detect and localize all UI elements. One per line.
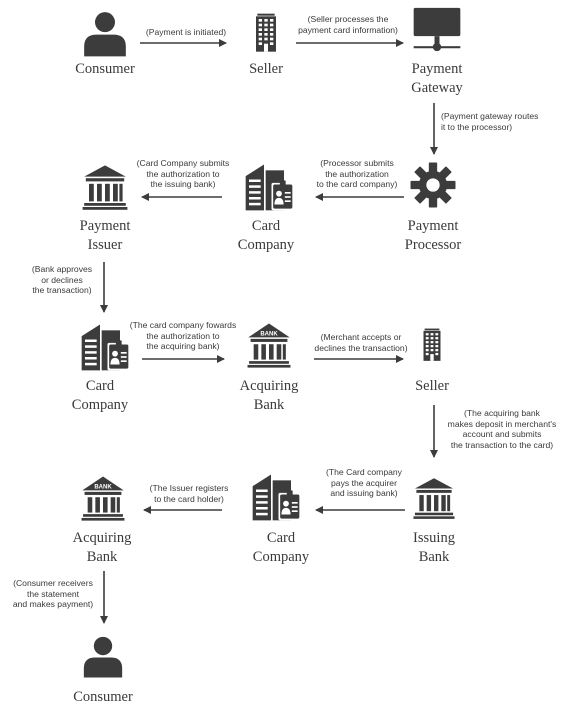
edge-label-card-company-3-to-acquiring-bank-2: (The Issuer registers to the card holder… xyxy=(149,483,229,504)
edge-label-issuing-bank-to-card-company-3: (The Card company pays the acquirer and … xyxy=(326,467,402,498)
node-label-consumer-2: Consumer xyxy=(73,689,133,705)
edge-label-seller-1-to-payment-gateway: (Seller processes the payment card infor… xyxy=(298,14,398,35)
edge-label-seller-2-to-issuing-bank: (The acquiring bank makes deposit in mer… xyxy=(447,408,557,450)
node-label-consumer-1: Consumer xyxy=(75,61,135,77)
node-label-acquiring-bank-1: Acquiring Bank xyxy=(239,378,299,413)
card-company-icon xyxy=(245,164,294,211)
node-label-payment-gateway: Payment Gateway xyxy=(411,61,463,96)
person-icon xyxy=(83,636,123,678)
bank-icon xyxy=(82,165,128,210)
bank-sign-text: BANK xyxy=(94,484,112,490)
monitor-network-icon xyxy=(413,7,461,52)
node-label-seller-2: Seller xyxy=(415,378,449,394)
node-label-payment-issuer: Payment Issuer xyxy=(79,218,131,253)
edge-label-payment-processor-to-card-company-1: (Processor submits the authorization to … xyxy=(316,158,398,189)
edge-label-payment-gateway-to-payment-processor: (Payment gateway routes it to the proces… xyxy=(441,111,539,132)
edge-label-acquiring-bank-1-to-seller-2: (Merchant accepts or declines the transa… xyxy=(314,332,408,353)
bank-labeled-icon xyxy=(247,323,291,368)
node-label-issuing-bank: Issuing Bank xyxy=(413,530,455,565)
person-icon xyxy=(84,12,126,57)
card-company-icon xyxy=(252,474,301,521)
node-label-payment-processor: Payment Processor xyxy=(404,218,462,253)
office-building-icon xyxy=(423,328,441,361)
edge-label-consumer-1-to-seller-1: (Payment is initiated) xyxy=(145,27,227,37)
edge-label-card-company-1-to-payment-issuer: (Card Company submits the authorization … xyxy=(136,158,230,189)
edge-label-payment-issuer-to-card-company-2: (Bank approves or declines the transacti… xyxy=(31,264,93,295)
bank-icon xyxy=(413,478,455,519)
bank-sign-text: BANK xyxy=(260,331,278,337)
office-building-icon xyxy=(256,13,276,52)
node-label-seller-1: Seller xyxy=(249,61,283,77)
nodes-layer: BANK BANK xyxy=(81,7,461,678)
node-label-card-company-1: Card Company xyxy=(237,218,295,253)
edge-label-acquiring-bank-2-to-consumer-2: (Consumer receivers the statement and ma… xyxy=(12,578,94,609)
edge-label-card-company-2-to-acquiring-bank-1: (The card company fowards the authorizat… xyxy=(129,320,237,351)
node-label-card-company-3: Card Company xyxy=(252,530,310,565)
gear-icon xyxy=(410,162,456,208)
node-label-card-company-2: Card Company xyxy=(71,378,129,413)
bank-labeled-icon xyxy=(81,476,125,521)
node-label-acquiring-bank-2: Acquiring Bank xyxy=(72,530,132,565)
edges-layer xyxy=(100,39,438,624)
